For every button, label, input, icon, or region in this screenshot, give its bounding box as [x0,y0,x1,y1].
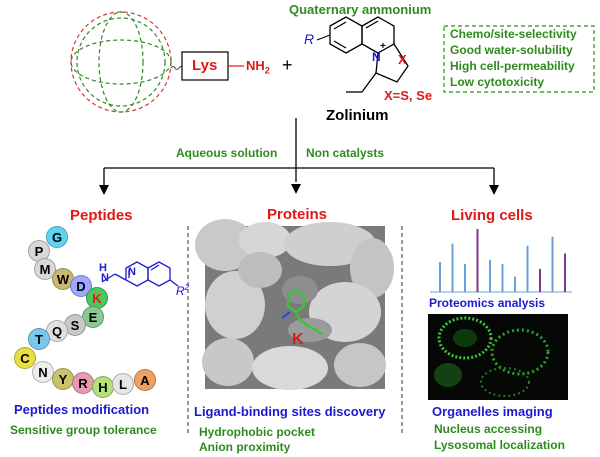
r2-label: R2 [176,283,190,298]
residue-R: R [72,372,94,394]
zolinium-structure [329,16,409,93]
zolinium-label: Zolinium [326,107,389,124]
h-label: H [99,262,107,274]
proteomics-spectrum [430,229,572,293]
n-label-ring: N [128,266,136,278]
panel-title-proteins: Proteins [267,206,328,223]
residue-Q: Q [46,320,68,342]
property-item: High cell-permeability [450,59,575,73]
r-label: R [304,31,315,47]
linker-line [170,66,184,70]
property-item: Low cytotoxicity [450,75,545,89]
charge-label: + [380,41,386,52]
arrow-head-left [99,185,109,195]
cells-caption-lysosomal: Lysosomal localization [434,438,565,452]
arrow-head-right [489,185,499,195]
condition-catalyst-free: Non catalysts [306,146,385,160]
quaternary-ammonium-label: Quaternary ammonium [289,2,432,17]
residue-N: N [32,361,54,383]
residue-L: L [112,373,134,395]
proteins-caption-anion: Anion proximity [199,440,291,454]
condition-aqueous: Aqueous solution [176,146,278,160]
ligand-structure [286,288,323,335]
n-plus-label: N [372,50,381,64]
cells-caption-imaging: Organelles imaging [432,404,553,419]
n-label-amine: N [101,272,109,284]
residue-W: W [52,268,74,290]
nanoparticle-icon [70,11,172,113]
reaction-arrows [103,118,495,186]
lys-label: Lys [192,57,218,74]
residue-Y: Y [52,368,74,390]
peptide-quinoline [101,261,179,287]
panel-title-cells: Living cells [451,207,533,224]
property-item: Good water-solubility [450,43,573,57]
property-item: Chemo/site-selectivity [450,27,577,41]
peptides-caption-modification: Peptides modification [14,402,150,417]
proteins-caption-hydrophobic: Hydrophobic pocket [199,425,316,439]
proteins-caption-ligand: Ligand-binding sites discovery [194,404,386,419]
x-label: X [398,52,407,67]
k-label: K [292,331,304,348]
residue-C: C [14,347,36,369]
residue-T: T [28,328,50,350]
x-definition-label: X=S, Se [384,88,433,103]
plus-sign: + [282,55,293,75]
residue-M: M [34,258,56,280]
residue-A: A [134,369,156,391]
confocal-image [428,314,568,400]
lys-box [181,51,229,81]
protein-surface [195,219,394,390]
nh2-label: NH2 [246,58,270,76]
arrow-head-center [291,184,301,194]
cells-caption-nucleus: Nucleus accessing [434,422,543,436]
peptides-caption-tolerance: Sensitive group tolerance [10,423,157,437]
panel-title-peptides: Peptides [70,207,133,224]
properties-box [443,25,595,93]
residue-G: G [46,226,68,248]
residue-H: H [92,376,114,398]
proteomics-label: Proteomics analysis [429,296,546,310]
